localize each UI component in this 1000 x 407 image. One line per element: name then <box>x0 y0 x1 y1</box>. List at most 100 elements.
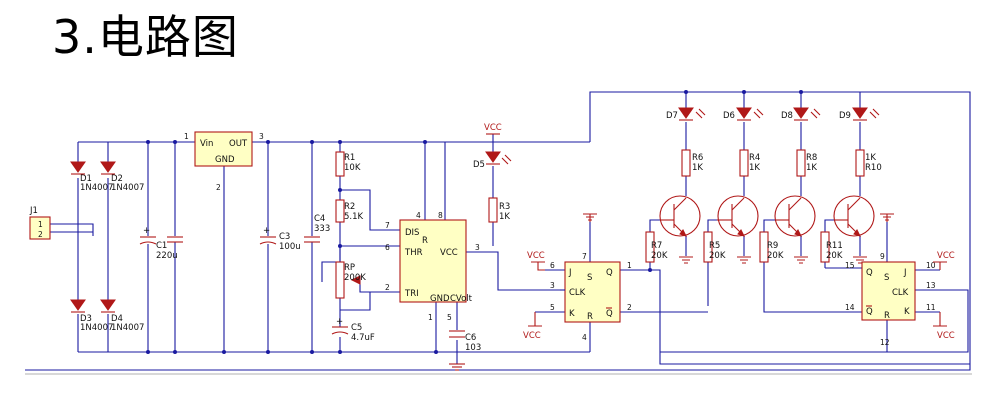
vcc-ff1-k: VCC <box>523 312 542 341</box>
svg-text:2: 2 <box>385 283 390 292</box>
svg-text:VCC: VCC <box>523 331 541 341</box>
capacitor-c5: + C5 4.7uF <box>331 317 375 343</box>
svg-text:5.1K: 5.1K <box>344 212 364 222</box>
svg-text:R5: R5 <box>709 241 720 251</box>
led-d6: D6 <box>723 107 764 121</box>
resistor-r7: R7 20K <box>645 231 668 263</box>
wires <box>25 91 971 371</box>
svg-text:R8: R8 <box>806 153 817 163</box>
svg-text:1K: 1K <box>865 153 876 163</box>
svg-text:11: 11 <box>926 303 936 312</box>
svg-text:J: J <box>903 268 907 278</box>
svg-text:7: 7 <box>385 221 390 230</box>
svg-text:C6: C6 <box>465 333 476 343</box>
svg-text:R1: R1 <box>344 153 355 163</box>
potentiometer-rp: RP 200K <box>335 261 366 299</box>
svg-text:Q: Q <box>606 268 613 278</box>
svg-text:R11: R11 <box>826 241 843 251</box>
connector-j1: J1 1 2 <box>29 206 51 240</box>
svg-text:333: 333 <box>314 224 330 234</box>
diode-d4: D4 1N4007 <box>100 299 144 333</box>
svg-text:D2: D2 <box>111 174 123 184</box>
vcc-ff2-k: VCC <box>933 312 955 341</box>
svg-text:+: + <box>336 317 343 327</box>
svg-text:CLK: CLK <box>892 288 909 298</box>
svg-text:D3: D3 <box>80 314 92 324</box>
svg-text:1K: 1K <box>749 163 760 173</box>
svg-text:5: 5 <box>447 313 452 322</box>
jk-flipflop-1: J S Q CLK K R Q 7 6 3 5 1 2 4 <box>550 252 632 342</box>
svg-text:100u: 100u <box>279 242 301 252</box>
svg-text:R4: R4 <box>749 153 760 163</box>
led-d5: D5 <box>473 151 512 170</box>
svg-text:R6: R6 <box>692 153 703 163</box>
svg-text:VCC: VCC <box>440 248 458 258</box>
junctions <box>146 90 803 354</box>
svg-text:R3: R3 <box>499 202 510 212</box>
svg-text:D9: D9 <box>839 111 851 121</box>
svg-text:K: K <box>569 309 575 319</box>
svg-text:Q: Q <box>866 268 873 278</box>
led-d7: D7 <box>666 107 706 121</box>
svg-text:1: 1 <box>428 313 433 322</box>
svg-text:20K: 20K <box>709 251 726 261</box>
svg-text:D7: D7 <box>666 111 678 121</box>
diode-d3: D3 1N4007 <box>70 299 113 333</box>
resistor-r6: R6 1K <box>681 149 703 177</box>
svg-text:TRI: TRI <box>404 289 419 299</box>
svg-text:1: 1 <box>627 261 632 270</box>
svg-text:Q: Q <box>606 309 613 319</box>
svg-text:3: 3 <box>259 132 264 141</box>
svg-text:6: 6 <box>385 243 390 252</box>
svg-text:D8: D8 <box>781 111 793 121</box>
svg-text:13: 13 <box>926 281 936 290</box>
svg-text:DIS: DIS <box>405 228 419 238</box>
led-d9: D9 <box>839 107 880 121</box>
svg-text:8: 8 <box>438 211 443 220</box>
svg-text:C4: C4 <box>314 214 325 224</box>
svg-text:4: 4 <box>416 211 421 220</box>
svg-text:CLK: CLK <box>569 288 586 298</box>
svg-text:103: 103 <box>465 343 481 353</box>
svg-text:7: 7 <box>582 252 587 261</box>
svg-text:D6: D6 <box>723 111 735 121</box>
svg-text:1K: 1K <box>806 163 817 173</box>
svg-text:1: 1 <box>184 132 189 141</box>
jk-flipflop-2: Q S J CLK Q R K 9 15 10 13 14 11 12 <box>845 252 936 347</box>
svg-text:R2: R2 <box>344 202 355 212</box>
svg-text:R10: R10 <box>865 163 882 173</box>
resistor-r10: 1K R10 <box>855 149 882 177</box>
c1-value: 220u <box>156 251 178 261</box>
svg-text:VCC: VCC <box>484 123 502 133</box>
regulator-ic: Vin OUT GND 1 2 3 <box>184 131 264 192</box>
svg-text:GND: GND <box>430 294 450 304</box>
ground-c6 <box>449 363 465 371</box>
resistor-r11: R11 20K <box>820 231 843 263</box>
vcc-d5: VCC <box>484 123 502 135</box>
svg-text:THR: THR <box>404 248 423 258</box>
svg-text:2: 2 <box>38 230 43 239</box>
resistor-r2: R2 5.1K <box>335 199 364 223</box>
vcc-ff2-j: VCC <box>933 251 955 270</box>
resistor-r1: R1 10K <box>335 151 361 177</box>
svg-text:14: 14 <box>845 303 855 312</box>
svg-text:C3: C3 <box>279 232 290 242</box>
svg-text:Vin: Vin <box>200 139 213 149</box>
svg-text:12: 12 <box>880 338 890 347</box>
page-title: 3.电路图 <box>52 10 239 64</box>
svg-text:+: + <box>263 226 270 236</box>
timer-555-ic: DIS R THR VCC TRI GND CVolt 4 8 7 6 2 3 … <box>385 211 480 322</box>
svg-text:S: S <box>587 273 592 283</box>
svg-text:D5: D5 <box>473 160 485 170</box>
svg-text:VCC: VCC <box>937 251 955 261</box>
resistor-r8: R8 1K <box>796 149 817 177</box>
resistor-r3: R3 1K <box>488 197 510 223</box>
svg-text:VCC: VCC <box>527 251 545 261</box>
svg-text:C5: C5 <box>351 323 362 333</box>
capacitor-c2 <box>167 236 183 243</box>
svg-text:CVolt: CVolt <box>450 294 473 304</box>
svg-text:20K: 20K <box>826 251 843 261</box>
svg-text:10: 10 <box>926 261 936 270</box>
diode-d1: D1 1N4007 <box>70 161 113 193</box>
svg-text:4: 4 <box>582 333 587 342</box>
